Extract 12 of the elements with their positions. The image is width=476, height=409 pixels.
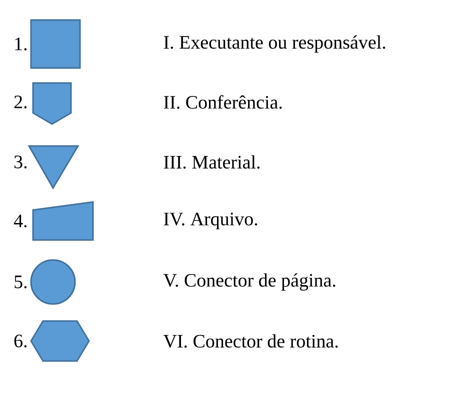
- shape-description: II. Conferência.: [164, 95, 282, 109]
- row-number: 4.: [14, 214, 27, 228]
- shape-description: V. Conector de página.: [163, 273, 336, 291]
- shape-description: IV. Arquivo.: [164, 212, 258, 230]
- row-number: 2.: [14, 96, 27, 108]
- row-number: 5.: [14, 276, 27, 288]
- row-number: 1.: [15, 38, 27, 50]
- shape-description: I. Executante ou responsável.: [164, 35, 386, 53]
- row-number: 3.: [14, 156, 27, 168]
- shape-description: III. Material.: [164, 155, 260, 169]
- row-number: 6.: [14, 334, 27, 348]
- shape-description: VI. Conector de rotina.: [163, 334, 338, 348]
